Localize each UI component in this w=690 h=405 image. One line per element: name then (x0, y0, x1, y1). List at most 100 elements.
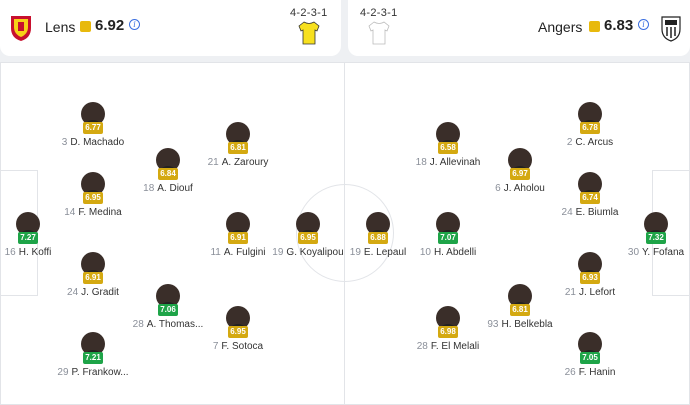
player-number: 28 (132, 319, 144, 330)
player-rating-badge: 6.88 (368, 232, 388, 244)
player-rating-badge: 6.95 (83, 192, 103, 204)
home-team-header: Lens 6.92 i 4-2-3-1 (0, 0, 341, 56)
player-number: 93 (487, 319, 499, 330)
player-rating-badge: 7.06 (158, 304, 178, 316)
player-number: 19 (349, 247, 361, 258)
player-name: J. Aholou (503, 183, 545, 194)
away-team-rating: 6.83 (604, 17, 634, 34)
home-shirt-icon (298, 21, 320, 45)
player-number: 30 (627, 247, 640, 258)
player-number: 18 (143, 183, 155, 194)
player-name: H. Belkebla (501, 319, 553, 330)
player-name: J. Lefort (578, 287, 616, 298)
player-name: C. Arcus (575, 137, 614, 148)
player-name: E. Biumla (575, 207, 619, 218)
player-rating-badge: 6.81 (510, 304, 530, 316)
player-number: 18 (415, 157, 427, 168)
player-number: 24 (561, 207, 573, 218)
away-rating-square (589, 21, 600, 32)
player-rating-badge: 6.97 (510, 168, 530, 180)
player-number: 14 (64, 207, 76, 218)
player-name: E. Lepaul (363, 247, 407, 258)
home-rating-square (80, 21, 91, 32)
player-name: J. Gradit (81, 287, 119, 298)
player-number: 3 (61, 137, 68, 148)
player-number: 29 (57, 367, 69, 378)
player-name: J. Allevinah (429, 157, 481, 168)
player-name: F. Medina (78, 207, 122, 218)
angers-crest-icon (661, 16, 681, 42)
player-rating-badge: 6.91 (83, 272, 103, 284)
info-icon[interactable]: i (638, 19, 649, 30)
player-name: F. El Melali (430, 341, 480, 352)
pitch (0, 62, 690, 405)
player-rating-badge: 6.74 (580, 192, 600, 204)
player-number: 24 (67, 287, 79, 298)
player-number: 28 (416, 341, 428, 352)
player-rating-badge: 6.95 (228, 326, 248, 338)
away-team-name[interactable]: Angers (538, 19, 583, 35)
player-number: 11 (210, 247, 221, 258)
player-number: 19 (272, 247, 284, 258)
player-name: H. Abdelli (433, 247, 477, 258)
player-number: 10 (419, 247, 431, 258)
player-rating-badge: 6.81 (228, 142, 248, 154)
player-number: 7 (212, 341, 219, 352)
player-name: A. Zaroury (221, 157, 269, 168)
player-name: D. Machado (70, 137, 125, 148)
away-team-header: 4-2-3-1 Angers 6.83 i (348, 0, 690, 56)
player-rating-badge: 6.95 (298, 232, 318, 244)
player-rating-badge: 6.84 (158, 168, 178, 180)
player-rating-badge: 6.77 (83, 122, 103, 134)
player-number: 26 (564, 367, 576, 378)
home-team-name[interactable]: Lens (45, 19, 76, 35)
player-rating-badge: 6.93 (580, 272, 600, 284)
player-rating-badge: 6.78 (580, 122, 600, 134)
player-number: 21 (207, 157, 219, 168)
info-icon[interactable]: i (129, 19, 140, 30)
player-number: 21 (564, 287, 576, 298)
player-number: 2 (566, 137, 573, 148)
player-name: G. Koyalipou (286, 247, 344, 258)
player-name: F. Hanin (578, 367, 616, 378)
player-name: Y. Fofana (642, 247, 685, 258)
home-formation: 4-2-3-1 (290, 7, 328, 19)
